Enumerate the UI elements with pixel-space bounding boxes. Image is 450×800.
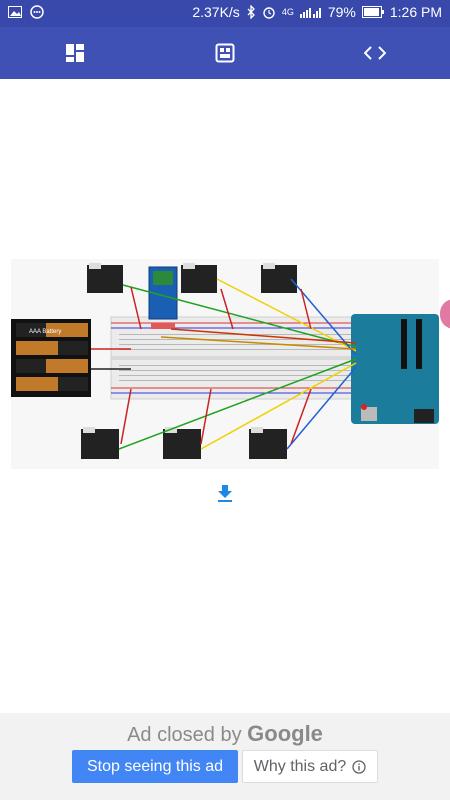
servo-top-3: [261, 263, 297, 293]
ad-closed-message: Ad closed by Google: [0, 721, 450, 747]
battery-pack: AAA Battery: [11, 319, 91, 397]
ad-closed-text: Ad closed by: [127, 724, 242, 746]
status-left: [8, 5, 44, 19]
google-logo: Google: [247, 721, 323, 746]
signal-icon: [299, 8, 321, 18]
bluetooth-icon: [247, 5, 255, 19]
breadboard: [110, 316, 367, 400]
battery-icon: [361, 6, 384, 18]
servo-bottom-3: [249, 427, 287, 459]
content-area: AAA Battery: [0, 79, 450, 713]
tab-board[interactable]: [150, 27, 300, 79]
network-type: 4G: [281, 7, 294, 17]
servo-bottom-2: [163, 427, 201, 459]
circuit-diagram: AAA Battery: [11, 259, 439, 469]
why-this-ad-label: Why this ad?: [253, 757, 347, 775]
tab-dashboard[interactable]: [0, 27, 150, 79]
code-icon: [364, 46, 386, 60]
messenger-icon: [30, 5, 44, 19]
battery-percent: 79%: [327, 4, 356, 20]
info-icon: [352, 759, 366, 774]
tab-code[interactable]: [300, 27, 450, 79]
alarm-icon: [263, 7, 275, 19]
status-right: 2.37K/s 4G 79% 1:26 PM: [192, 4, 442, 20]
clock: 1:26 PM: [389, 4, 442, 20]
app-bar: [0, 27, 450, 79]
servo-bottom-1: [81, 427, 119, 459]
network-speed: 2.37K/s: [192, 4, 240, 20]
bluetooth-module: [148, 266, 178, 329]
arduino-board: [351, 314, 439, 424]
servo-top-2: [181, 263, 217, 293]
download-icon[interactable]: [213, 482, 237, 506]
wires: [91, 278, 357, 450]
floating-side-tab[interactable]: [440, 299, 450, 329]
image-icon: [8, 6, 22, 18]
battery-label: AAA Battery: [29, 329, 61, 335]
why-this-ad-button[interactable]: Why this ad?: [242, 750, 378, 783]
stop-seeing-ad-button[interactable]: Stop seeing this ad: [72, 750, 238, 783]
status-bar: 2.37K/s 4G 79% 1:26 PM: [0, 0, 450, 27]
servo-top-1: [87, 263, 123, 293]
board-icon: [215, 43, 235, 63]
dashboard-icon: [66, 44, 84, 62]
ad-banner: Ad closed by Google Stop seeing this ad …: [0, 713, 450, 800]
